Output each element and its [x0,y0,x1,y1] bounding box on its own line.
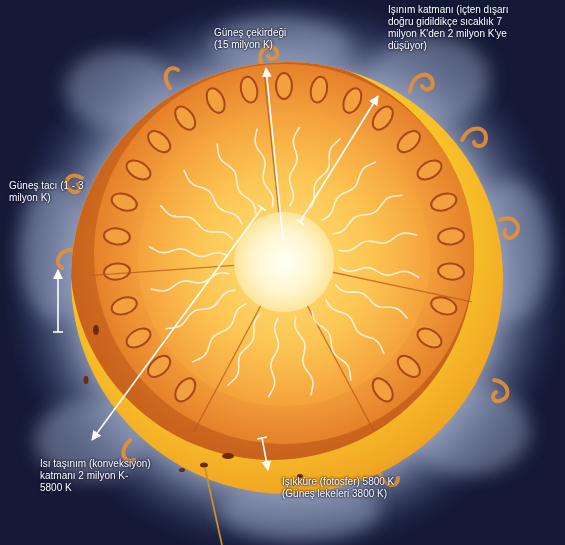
sunspot-pointer [205,468,222,545]
leader-line [266,68,283,240]
sunspots [84,325,304,478]
callout-label: Isı taşınım (konveksiyon) katmanı 2 mily… [40,458,152,494]
label-holder: Güneş çekirdeği (15 milyon K) [214,27,296,51]
cutaway [70,56,474,460]
convection-zone [94,64,474,444]
leader-tbar [53,331,63,333]
leader-tbar [257,437,267,439]
leader-tbar [296,219,305,224]
callout-label: Güneş tacı (1 - 3 milyon K) [9,180,89,204]
label-holder: Isı taşınım (konveksiyon) katmanı 2 mily… [40,458,152,494]
leader-line [92,208,262,440]
leader-line [300,96,378,222]
leader-tbar [258,205,266,211]
callout-label: Işıkküre (fotosfer) 5800 K (Güneş lekele… [282,476,417,500]
radiation-waves [149,127,419,397]
leader-line [57,270,59,332]
leader-line [262,438,268,470]
label-holder: Işınım katmanı (içten dışarı doğru gidil… [388,4,526,52]
radiative-zone [138,114,430,406]
cut-edges [92,71,471,431]
callout-label: Işınım katmanı (içten dışarı doğru gidil… [388,4,526,52]
label-holder: Güneş tacı (1 - 3 milyon K) [9,180,89,204]
sun-body [70,56,503,494]
callout-label: Güneş çekirdeği (15 milyon K) [214,27,296,51]
label-holder: Işıkküre (fotosfer) 5800 K (Güneş lekele… [282,476,417,500]
convection-cells [103,73,465,405]
